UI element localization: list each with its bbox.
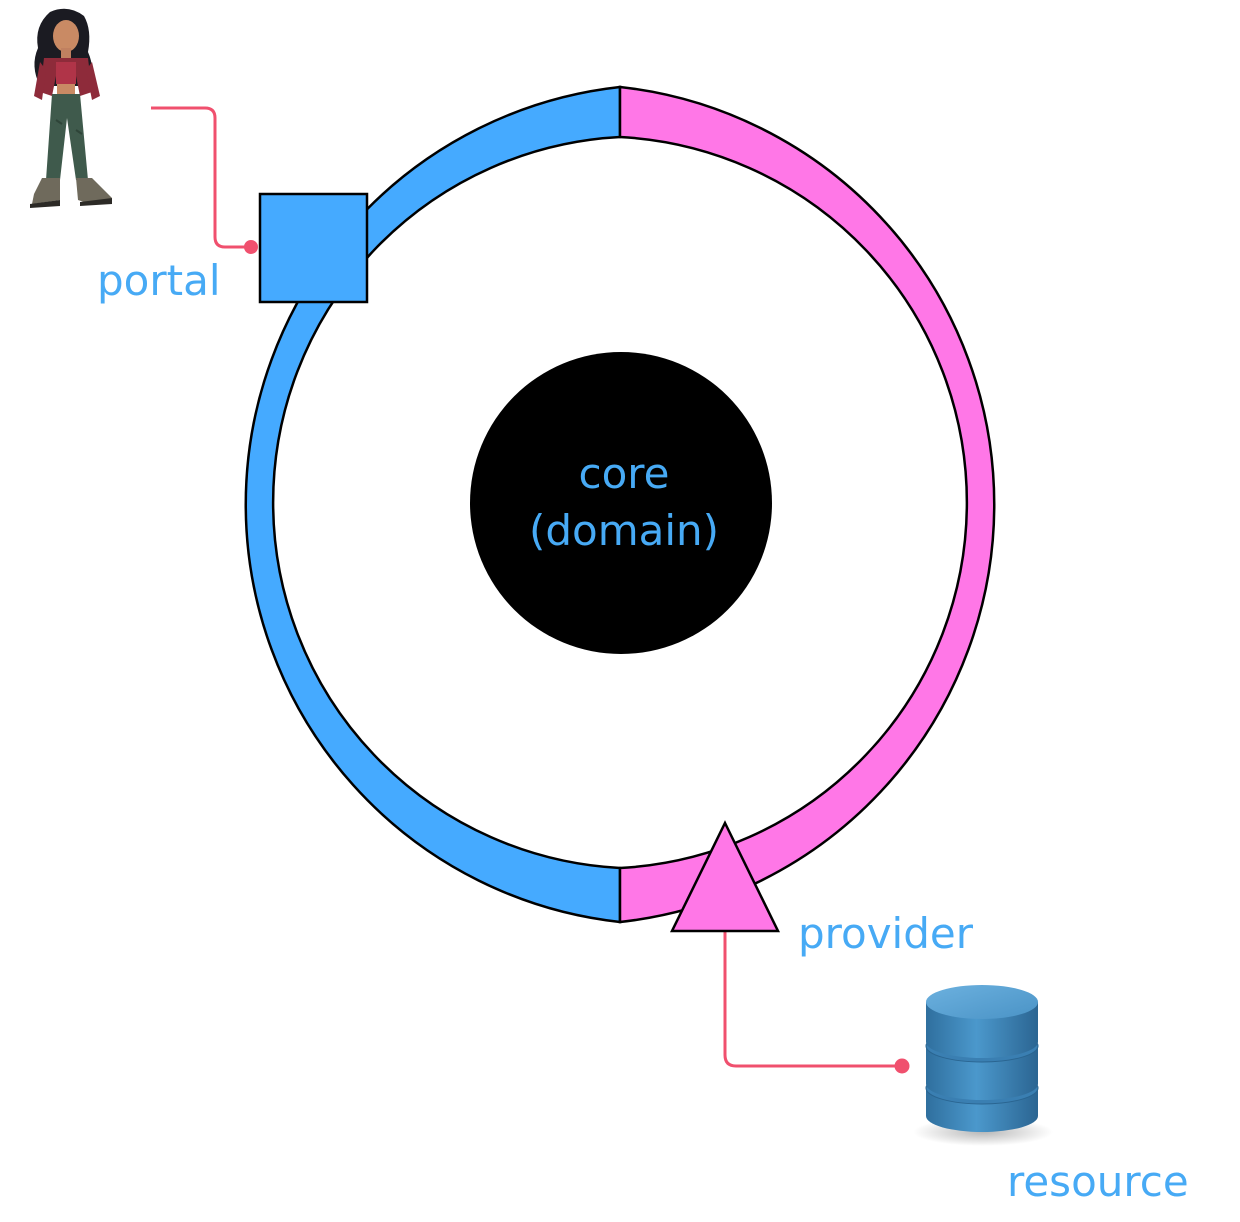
- provider-connector-dot: [894, 1058, 910, 1074]
- core-sublabel: (domain): [529, 506, 719, 555]
- portal-square: [258, 192, 369, 304]
- resource-label: resource: [1007, 1157, 1189, 1206]
- database-icon: [913, 985, 1053, 1146]
- core-label: core: [579, 449, 670, 498]
- person-figure-icon: [30, 8, 112, 208]
- provider-triangle: [669, 820, 781, 933]
- portal-label: portal: [97, 256, 221, 305]
- provider-connector: [723, 930, 900, 1068]
- core-circle: [470, 352, 772, 654]
- ring-right-segment: [618, 85, 996, 924]
- portal-connector-dot: [244, 240, 258, 254]
- portal-connector: [151, 106, 252, 249]
- provider-label: provider: [798, 909, 974, 958]
